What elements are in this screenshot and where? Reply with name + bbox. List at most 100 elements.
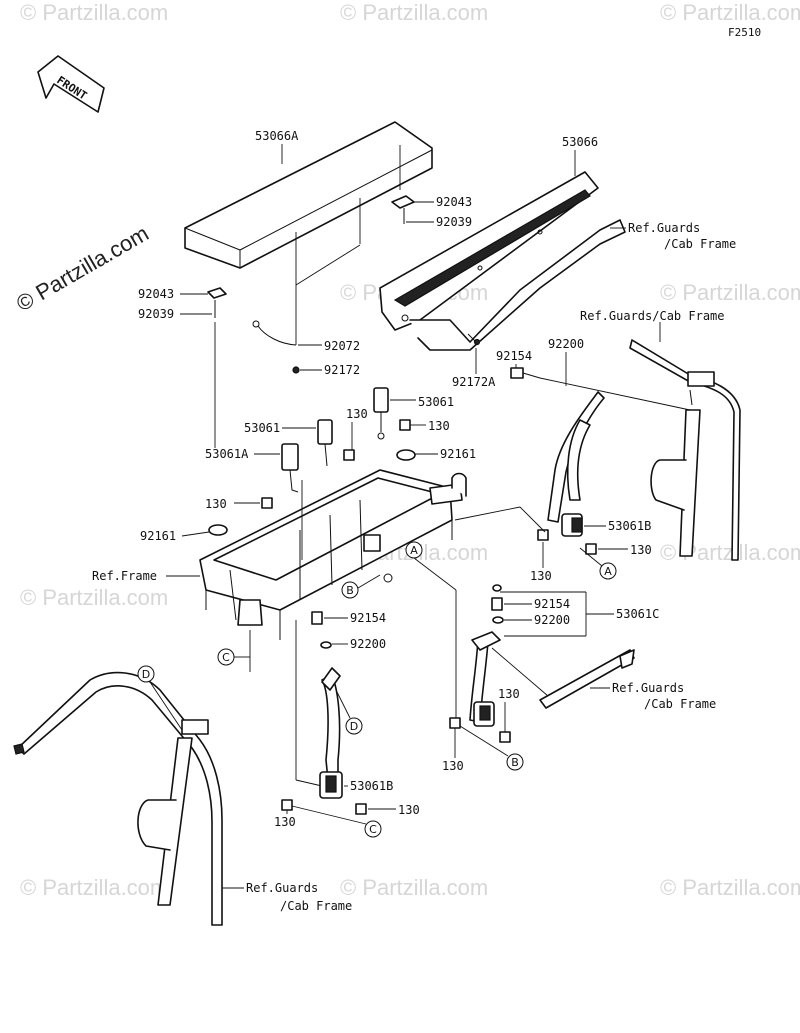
label-53061-b: 53061: [244, 421, 280, 435]
label-53061C: 53061C: [616, 607, 659, 621]
cable-92072: [252, 320, 297, 346]
seatbelt-53061C: [469, 631, 501, 727]
ref-guards-bottom-line1: Ref.Guards: [246, 881, 318, 895]
label-92039-top: 92039: [436, 215, 472, 229]
bolt-92154-top: [510, 367, 541, 379]
watermark: © Partzilla.com: [20, 585, 168, 610]
label-92172A: 92172A: [452, 375, 496, 389]
figure-code: F2510: [728, 26, 761, 39]
seat-cushion: [184, 121, 433, 345]
ref-guards-mid-line1: Ref.Guards: [612, 681, 684, 695]
seatbelt-lower-53061B: [319, 667, 343, 799]
bracket-92043-top: [391, 195, 415, 224]
grommet-92161-left: [208, 524, 228, 536]
cab-frame-left: [13, 671, 223, 926]
callout-a-label: A: [604, 565, 612, 578]
label-92043-top: 92043: [436, 195, 472, 209]
label-53066A: 53066A: [255, 129, 299, 143]
label-92154-low: 92154: [534, 597, 570, 611]
label-53061B-low: 53061B: [350, 779, 393, 793]
bolt-130-g: [499, 731, 511, 743]
label-130-g: 130: [498, 687, 520, 701]
label-130-a: 130: [346, 407, 368, 421]
callout-c-label: C: [369, 823, 377, 836]
label-92039-left: 92039: [138, 307, 174, 321]
ref-guards-top-line1: Ref.Guards: [628, 221, 700, 235]
label-92200-low: 92200: [534, 613, 570, 627]
watermark: © Partzilla.com: [660, 875, 800, 900]
ref-guards-right: Ref.Guards/Cab Frame: [580, 309, 725, 323]
washer-92200-low: [492, 616, 504, 624]
callout-d: [137, 665, 155, 683]
callout-d-label: D: [350, 720, 358, 733]
screw-92172A: [467, 333, 481, 346]
label-92072: 92072: [324, 339, 360, 353]
watermark: © Partzilla.com: [340, 0, 488, 25]
callout-b: [341, 581, 359, 599]
label-92154-mid: 92154: [350, 611, 386, 625]
label-53061B-right: 53061B: [608, 519, 651, 533]
label-92200-top: 92200: [548, 337, 584, 351]
bolt-92154-low: [491, 597, 503, 611]
label-130-h: 130: [274, 815, 296, 829]
callout-b: [506, 753, 524, 771]
bracket-92043-left: [207, 287, 227, 318]
callout-b-label: B: [511, 756, 519, 769]
buckle-53061-lower: [317, 419, 333, 467]
ref-guards-mid-line2: /Cab Frame: [644, 697, 716, 711]
watermark: © Partzilla.com: [20, 0, 168, 25]
watermark: © Partzilla.com: [20, 875, 168, 900]
bolt-92154-mid: [311, 611, 323, 625]
vehicle-frame: [199, 469, 467, 640]
label-92172: 92172: [324, 363, 360, 377]
bolt-130-c: [261, 497, 273, 509]
grommet-92161-right: [396, 449, 416, 461]
bolt-130-h: [281, 799, 293, 811]
label-92154-top: 92154: [496, 349, 532, 363]
label-130-f: 130: [442, 759, 464, 773]
ref-guards-bottom-line2: /Cab Frame: [280, 899, 352, 913]
watermark: © Partzilla.com: [660, 280, 800, 305]
front-arrow-icon: FRONT: [37, 55, 105, 113]
bolt-130-b: [399, 419, 411, 431]
callout-b-label: B: [346, 584, 354, 597]
buckle-53061-upper: [373, 387, 389, 440]
callout-d-label: D: [142, 668, 150, 681]
watermark: © Partzilla.com: [660, 0, 800, 25]
label-130-c: 130: [205, 497, 227, 511]
label-53061-a: 53061: [418, 395, 454, 409]
label-92043-left: 92043: [138, 287, 174, 301]
label-92200-mid: 92200: [350, 637, 386, 651]
callout-d: [345, 717, 363, 735]
callout-a: [599, 562, 617, 580]
label-92161-right: 92161: [440, 447, 476, 461]
ref-guards-top-line2: /Cab Frame: [664, 237, 736, 251]
bolt-130-i: [355, 803, 367, 815]
ref-frame: Ref.Frame: [92, 569, 157, 583]
label-130-b: 130: [428, 419, 450, 433]
callout-c: [364, 820, 382, 838]
bolt-130-right-b: [585, 543, 597, 555]
buckle-53061A: [281, 443, 299, 493]
label-130-i: 130: [398, 803, 420, 817]
seatbelt-right-53061B: [547, 391, 605, 537]
label-53066: 53066: [562, 135, 598, 149]
callout-a-label: A: [410, 544, 418, 557]
cab-frame-right: [629, 339, 741, 561]
cab-frame-bar-mid: [539, 649, 635, 709]
rivet-92172: [292, 366, 300, 374]
label-53061A: 53061A: [205, 447, 249, 461]
label-130-d: 130: [630, 543, 652, 557]
label-130-e: 130: [530, 569, 552, 583]
bolt-130-f: [449, 717, 461, 729]
bolt-130-right-a: [537, 529, 549, 541]
callout-c-label: C: [222, 651, 230, 664]
bolt-130-a: [343, 449, 355, 461]
label-92161-left: 92161: [140, 529, 176, 543]
seat-backrest: [379, 171, 626, 351]
watermark-main: © Partzilla.com: [12, 221, 153, 317]
washer-92200-mid: [320, 641, 332, 649]
cap-53061C: [492, 584, 502, 592]
